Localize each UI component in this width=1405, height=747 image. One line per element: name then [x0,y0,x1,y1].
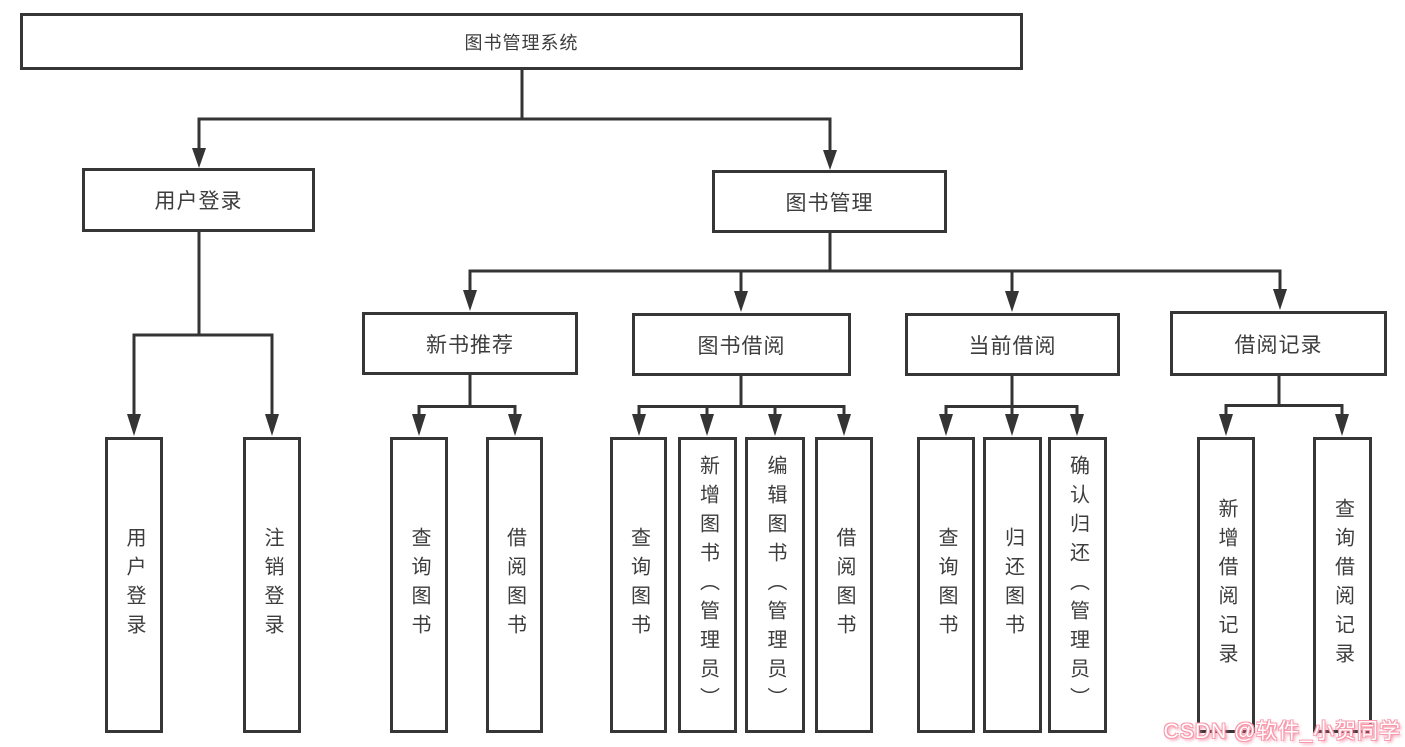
node-label: 归还图书 [1001,527,1024,643]
leaf-add-book-admin: 新增图书（管理员） [678,437,737,733]
node-label: 注销登录 [261,527,283,643]
node-label: 确认归还（管理员） [1066,454,1089,716]
node-label: 编辑图书（管理员） [764,454,786,716]
node-label: 新书推荐 [426,333,514,357]
leaf-user-login: 用户登录 [105,437,163,733]
leaf-query-book-1: 查询图书 [390,437,448,733]
leaf-borrow-book-2: 借阅图书 [815,437,873,733]
leaf-edit-book-admin: 编辑图书（管理员） [745,437,805,733]
leaf-query-borrow-record: 查询借阅记录 [1313,437,1372,733]
leaf-query-book-2: 查询图书 [610,437,667,733]
node-label: 借阅图书 [833,527,855,643]
node-label: 图书管理系统 [464,32,579,53]
leaf-query-book-3: 查询图书 [917,437,975,733]
node-book-management: 图书管理 [712,170,947,233]
csdn-watermark: CSDN @软件_小贺同学 [1163,720,1401,743]
leaf-borrow-book-1: 借阅图书 [486,437,543,733]
node-label: 查询图书 [408,527,430,643]
leaf-confirm-return-admin: 确认归还（管理员） [1048,437,1107,733]
node-label: 图书管理 [785,191,874,215]
node-label: 借阅记录 [1234,333,1323,357]
node-current-borrow: 当前借阅 [905,313,1120,376]
node-label: 图书借阅 [697,334,786,358]
node-label: 新增图书（管理员） [696,454,719,716]
node-label: 用户登录 [154,190,243,213]
node-label: 查询图书 [627,527,650,643]
leaf-logout: 注销登录 [243,437,301,733]
leaf-add-borrow-record: 新增借阅记录 [1197,437,1255,733]
node-label: 当前借阅 [968,334,1057,358]
node-new-book-recommend: 新书推荐 [362,312,578,375]
node-user-login: 用户登录 [82,168,315,232]
node-label: 用户登录 [123,527,145,643]
node-book-borrow: 图书借阅 [632,313,851,376]
node-label: 新增借阅记录 [1215,498,1237,672]
node-library-management-system: 图书管理系统 [20,13,1023,70]
leaf-return-book: 归还图书 [983,437,1042,733]
node-borrow-records: 借阅记录 [1170,311,1387,376]
node-label: 查询图书 [935,527,957,643]
node-label: 借阅图书 [503,527,526,643]
node-label: 查询借阅记录 [1331,498,1354,672]
